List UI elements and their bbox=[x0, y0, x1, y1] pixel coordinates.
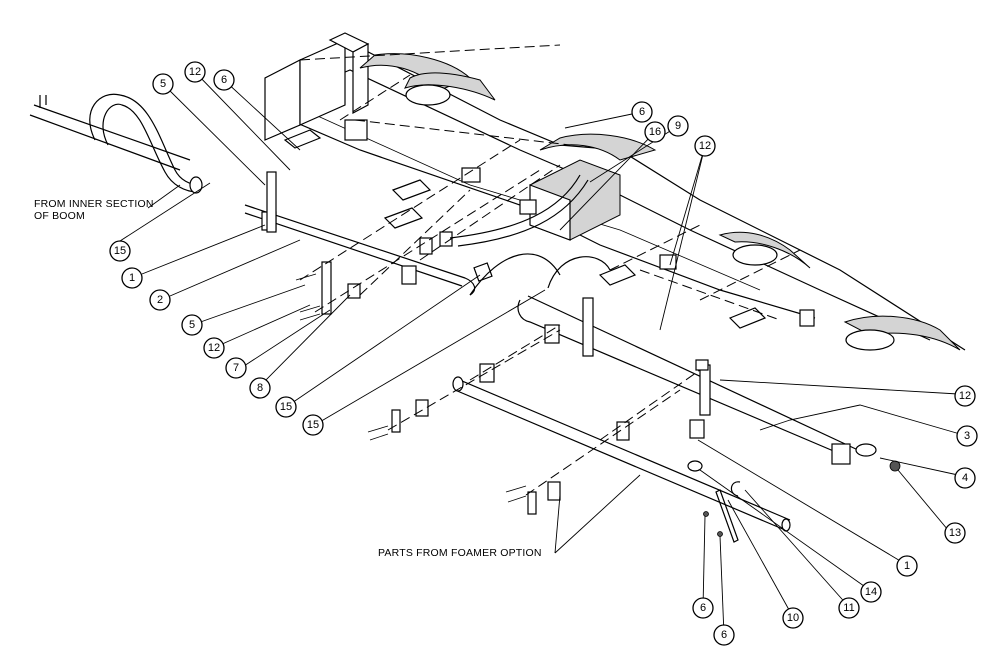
foamer-option-note: PARTS FROM FOAMER OPTION bbox=[378, 547, 542, 559]
svg-text:4: 4 bbox=[962, 472, 968, 484]
callout-13: 13 bbox=[944, 522, 966, 544]
connector-hoses bbox=[449, 174, 611, 296]
svg-text:6: 6 bbox=[639, 106, 645, 118]
svg-text:12: 12 bbox=[699, 140, 711, 152]
callout-15c: 15 bbox=[302, 414, 324, 436]
svg-text:15: 15 bbox=[280, 401, 292, 413]
spray-pipe-upper bbox=[244, 171, 493, 315]
callout-12d: 12 bbox=[954, 385, 976, 407]
svg-text:6: 6 bbox=[721, 629, 727, 641]
callout-11: 11 bbox=[838, 597, 860, 619]
callout-14: 14 bbox=[860, 581, 882, 603]
svg-text:11: 11 bbox=[843, 602, 854, 614]
callout-1b: 1 bbox=[896, 555, 918, 577]
svg-text:12: 12 bbox=[208, 342, 220, 354]
callout-15b: 15 bbox=[275, 396, 297, 418]
callout-6d: 6 bbox=[713, 624, 735, 646]
svg-text:5: 5 bbox=[189, 319, 195, 331]
assembly-dashes bbox=[299, 44, 801, 496]
callout-3: 3 bbox=[956, 425, 978, 447]
callout-6c: 6 bbox=[692, 597, 714, 619]
callout-12c: 12 bbox=[203, 337, 225, 359]
svg-text:1: 1 bbox=[129, 272, 135, 284]
callout-5b: 5 bbox=[181, 314, 203, 336]
inner-section-note-line1: FROM INNER SECTION bbox=[34, 198, 154, 210]
svg-text:10: 10 bbox=[787, 612, 799, 624]
svg-text:12: 12 bbox=[959, 390, 971, 402]
callout-16: 16 bbox=[644, 121, 666, 143]
svg-text:6: 6 bbox=[700, 602, 706, 614]
callout-12b: 12 bbox=[694, 135, 716, 157]
svg-text:13: 13 bbox=[949, 527, 961, 539]
spray-pipe-lower bbox=[517, 295, 901, 472]
callout-2: 2 bbox=[149, 289, 171, 311]
svg-text:2: 2 bbox=[157, 294, 163, 306]
callout-6a: 6 bbox=[213, 69, 235, 91]
callout-1a: 1 bbox=[121, 267, 143, 289]
leader-lines bbox=[119, 71, 961, 636]
svg-text:1: 1 bbox=[904, 560, 910, 572]
svg-text:6: 6 bbox=[221, 74, 227, 86]
callout-15a: 15 bbox=[109, 240, 131, 262]
callout-5a: 5 bbox=[152, 73, 174, 95]
callout-8: 8 bbox=[249, 377, 271, 399]
foamer-bar bbox=[295, 273, 791, 543]
callout-12a: 12 bbox=[184, 61, 206, 83]
svg-text:12: 12 bbox=[189, 66, 201, 78]
svg-text:15: 15 bbox=[307, 419, 319, 431]
svg-text:5: 5 bbox=[160, 78, 166, 90]
callout-6b: 6 bbox=[631, 101, 653, 123]
inner-section-note-line2: OF BOOM bbox=[34, 210, 85, 222]
svg-text:9: 9 bbox=[675, 120, 681, 132]
svg-text:16: 16 bbox=[649, 126, 661, 138]
boom-frame bbox=[264, 32, 966, 351]
svg-text:8: 8 bbox=[257, 382, 263, 394]
inner-boom-hose bbox=[29, 93, 203, 194]
svg-text:15: 15 bbox=[114, 245, 126, 257]
callout-4: 4 bbox=[954, 467, 976, 489]
svg-text:3: 3 bbox=[964, 430, 970, 442]
callout-10: 10 bbox=[782, 607, 804, 629]
callout-7: 7 bbox=[225, 357, 247, 379]
svg-text:7: 7 bbox=[233, 362, 239, 374]
svg-text:14: 14 bbox=[865, 586, 877, 598]
callout-9: 9 bbox=[667, 115, 689, 137]
